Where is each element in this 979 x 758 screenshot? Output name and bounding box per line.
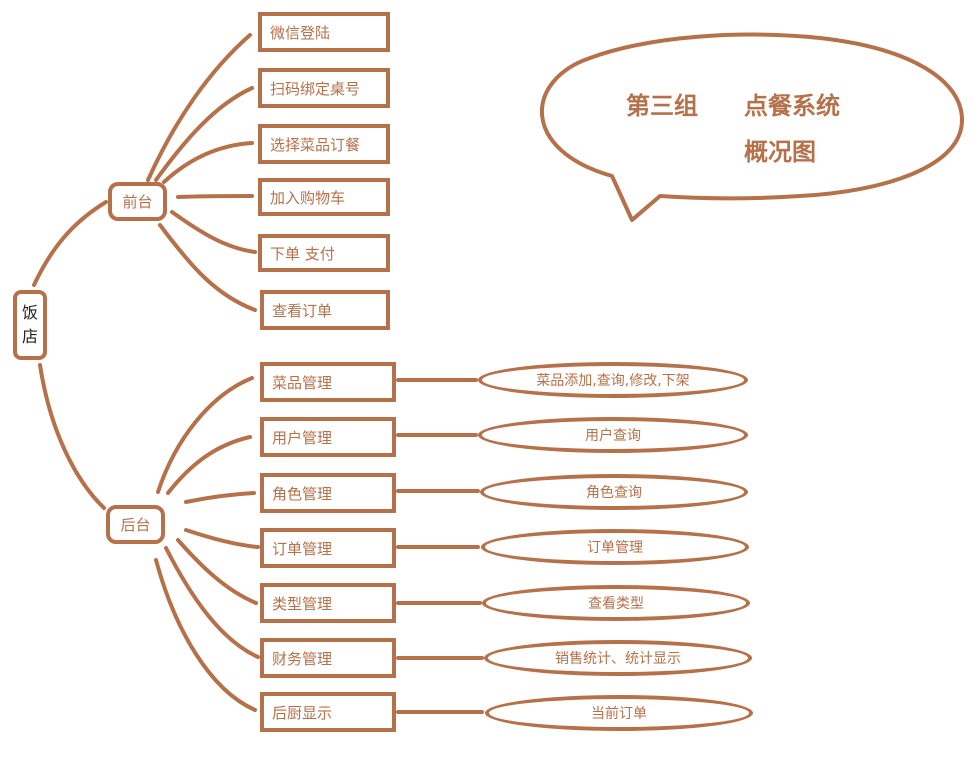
backend-item-type-management[interactable]: 类型管理 [260,583,396,623]
detail-user-query[interactable]: 用户查询 [478,417,748,453]
detail-view-types[interactable]: 查看类型 [482,585,750,621]
speech-bubble [540,32,964,222]
backend-hub-label: 后台 [120,516,151,534]
root-label-line2: 店 [21,327,38,346]
backend-item-label: 后厨显示 [272,703,333,722]
link-frontend-item-6 [158,223,257,312]
link-backend-item-4 [184,528,260,549]
detail-dish-operations[interactable]: 菜品添加,查询,修改,下架 [478,362,748,398]
backend-item-label: 财务管理 [272,649,333,668]
link-backend-item-3 [184,491,256,504]
backend-item-label: 订单管理 [272,539,333,558]
backend-hub[interactable]: 后台 [106,505,165,544]
link-backend-item-5 [176,538,258,605]
frontend-item-scan-table[interactable]: 扫码绑定桌号 [258,68,390,108]
frontend-item-label: 扫码绑定桌号 [270,79,361,98]
detail-role-query[interactable]: 角色查询 [480,474,748,510]
backend-item-label: 类型管理 [272,594,333,613]
bubble-title-group: 第三组 [626,92,698,120]
root-node[interactable]: 饭 店 [13,290,47,360]
bubble-title-system: 点餐系统 [744,92,840,120]
link-backend-item-2 [166,435,252,495]
link-frontend-item-1 [146,33,252,182]
backend-item-role-management[interactable]: 角色管理 [260,473,396,513]
backend-item-finance-management[interactable]: 财务管理 [260,638,396,678]
detail-label: 销售统计、统计显示 [555,651,681,667]
frontend-item-order-pay[interactable]: 下单 支付 [258,234,390,272]
detail-sales-stats[interactable]: 销售统计、统计显示 [484,640,752,676]
detail-label: 用户查询 [585,428,641,444]
detail-label: 当前订单 [591,706,647,722]
backend-item-label: 菜品管理 [272,373,333,392]
frontend-item-wechat-login[interactable]: 微信登陆 [258,12,390,52]
frontend-item-label: 微信登陆 [270,23,331,42]
frontend-item-add-cart[interactable]: 加入购物车 [258,178,390,216]
frontend-item-label: 下单 支付 [270,244,335,263]
link-backend-item-1 [156,376,254,494]
frontend-hub-label: 前台 [122,193,153,211]
detail-label: 订单管理 [587,540,643,556]
backend-item-label: 用户管理 [272,428,333,447]
detail-label: 角色查询 [586,485,642,501]
frontend-item-label: 加入购物车 [270,188,346,207]
backend-item-label: 角色管理 [272,484,333,503]
bubble-title-overview: 概况图 [744,138,816,166]
root-label-line1: 饭 [21,303,38,322]
link-backend-item-6 [164,546,260,659]
link-frontend-item-2 [154,86,254,182]
frontend-item-select-dish[interactable]: 选择菜品订餐 [258,124,390,164]
link-frontend-item-4 [176,194,254,199]
frontend-item-label: 查看订单 [272,301,333,320]
detail-label: 查看类型 [588,596,644,612]
link-frontend-item-5 [170,210,257,254]
link-backend-item-7 [154,558,257,712]
backend-item-dish-management[interactable]: 菜品管理 [260,362,396,402]
backend-item-kitchen-display[interactable]: 后厨显示 [260,692,396,732]
link-frontend-item-3 [162,141,254,184]
frontend-item-label: 选择菜品订餐 [270,135,361,154]
detail-label: 菜品添加,查询,修改,下架 [536,373,690,389]
backend-item-user-management[interactable]: 用户管理 [260,417,396,457]
backend-item-order-management[interactable]: 订单管理 [260,528,396,568]
detail-order-management[interactable]: 订单管理 [481,529,749,565]
detail-current-orders[interactable]: 当前订单 [485,695,753,731]
link-root-frontend [32,200,108,287]
link-root-backend [38,363,106,510]
frontend-hub[interactable]: 前台 [108,182,167,221]
frontend-item-view-orders[interactable]: 查看订单 [260,290,390,330]
